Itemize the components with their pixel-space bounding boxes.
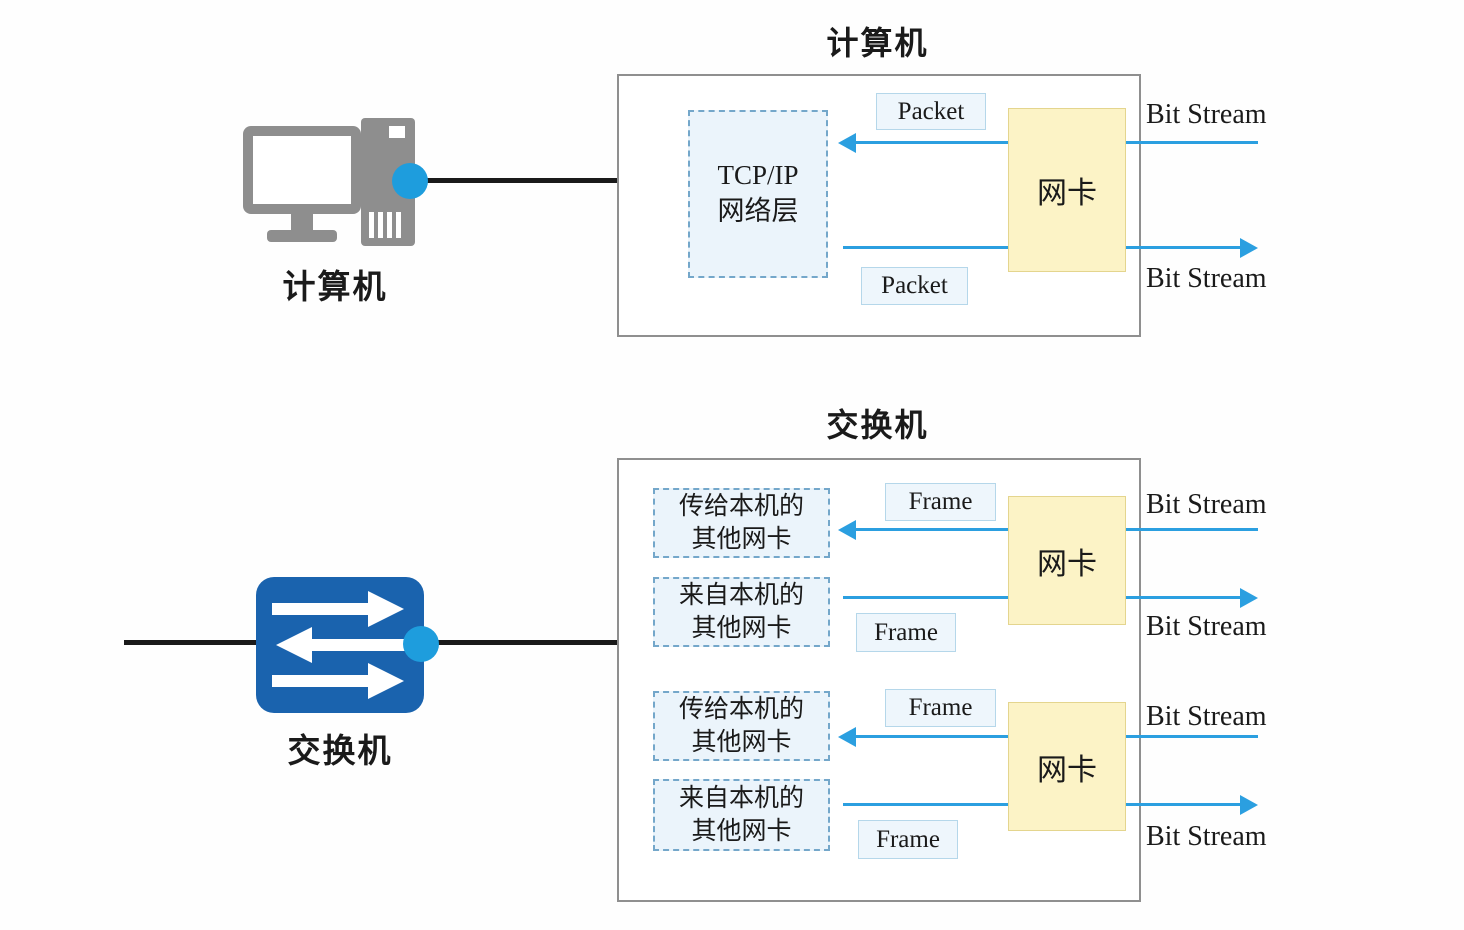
switch-g1-bitstream-in-label: Bit Stream xyxy=(1146,489,1267,520)
switch-device-label: 交换机 xyxy=(287,734,393,770)
packet-in-label: Packet xyxy=(876,93,986,130)
switch-cable-right xyxy=(423,640,617,645)
computer-device-label: 计算机 xyxy=(282,270,388,306)
arrowhead-right-icon xyxy=(1240,795,1258,815)
from-other-nics-line2: 其他网卡 xyxy=(691,818,792,845)
switch-g1-bitstream-out-label: Bit Stream xyxy=(1146,611,1267,642)
arrowhead-right-icon xyxy=(1240,588,1258,608)
from-other-nics-line1: 来自本机的 xyxy=(678,582,804,609)
to-other-nics-line2: 其他网卡 xyxy=(691,729,792,756)
computer-icon xyxy=(243,118,415,246)
switch-icon xyxy=(256,577,424,713)
switch-g2-nic-box: 网卡 xyxy=(1008,702,1126,831)
arrowhead-left-icon xyxy=(838,133,856,153)
computer-cable xyxy=(424,178,617,183)
arrowhead-right-icon xyxy=(1240,238,1258,258)
to-other-nics-line1: 传给本机的 xyxy=(678,696,804,723)
switch-section-title: 交换机 xyxy=(826,407,929,443)
switch-g2-bitstream-in-label: Bit Stream xyxy=(1146,701,1267,732)
switch-g1-from-other-nics-box: 来自本机的 其他网卡 xyxy=(653,577,830,647)
arrowhead-left-icon xyxy=(838,727,856,747)
switch-g2-from-other-nics-box: 来自本机的 其他网卡 xyxy=(653,779,830,851)
tcpip-layer-box: TCP/IP 网络层 xyxy=(688,110,828,278)
computer-port-dot xyxy=(392,163,428,199)
packet-out-label: Packet xyxy=(861,267,968,305)
frame-in-label-g1: Frame xyxy=(885,483,996,521)
switch-g2-bitstream-out-label: Bit Stream xyxy=(1146,821,1267,852)
computer-nic-box: 网卡 xyxy=(1008,108,1126,272)
switch-port-dot xyxy=(403,626,439,662)
frame-out-label-g1: Frame xyxy=(856,613,956,652)
computer-bitstream-out-label: Bit Stream xyxy=(1146,263,1267,294)
to-other-nics-line2: 其他网卡 xyxy=(691,526,792,553)
frame-in-label-g2: Frame xyxy=(885,689,996,727)
switch-cable-left xyxy=(124,640,258,645)
from-other-nics-line2: 其他网卡 xyxy=(691,615,792,642)
switch-g1-nic-box: 网卡 xyxy=(1008,496,1126,625)
to-other-nics-line1: 传给本机的 xyxy=(678,493,804,520)
tcpip-line2: 网络层 xyxy=(717,196,799,226)
tcpip-line1: TCP/IP xyxy=(717,160,799,191)
computer-section-title: 计算机 xyxy=(826,25,929,61)
from-other-nics-line1: 来自本机的 xyxy=(678,785,804,812)
frame-out-label-g2: Frame xyxy=(858,820,958,859)
switch-g1-to-other-nics-box: 传给本机的 其他网卡 xyxy=(653,488,830,558)
arrowhead-left-icon xyxy=(838,520,856,540)
computer-bitstream-in-label: Bit Stream xyxy=(1146,99,1267,130)
switch-g2-to-other-nics-box: 传给本机的 其他网卡 xyxy=(653,691,830,761)
